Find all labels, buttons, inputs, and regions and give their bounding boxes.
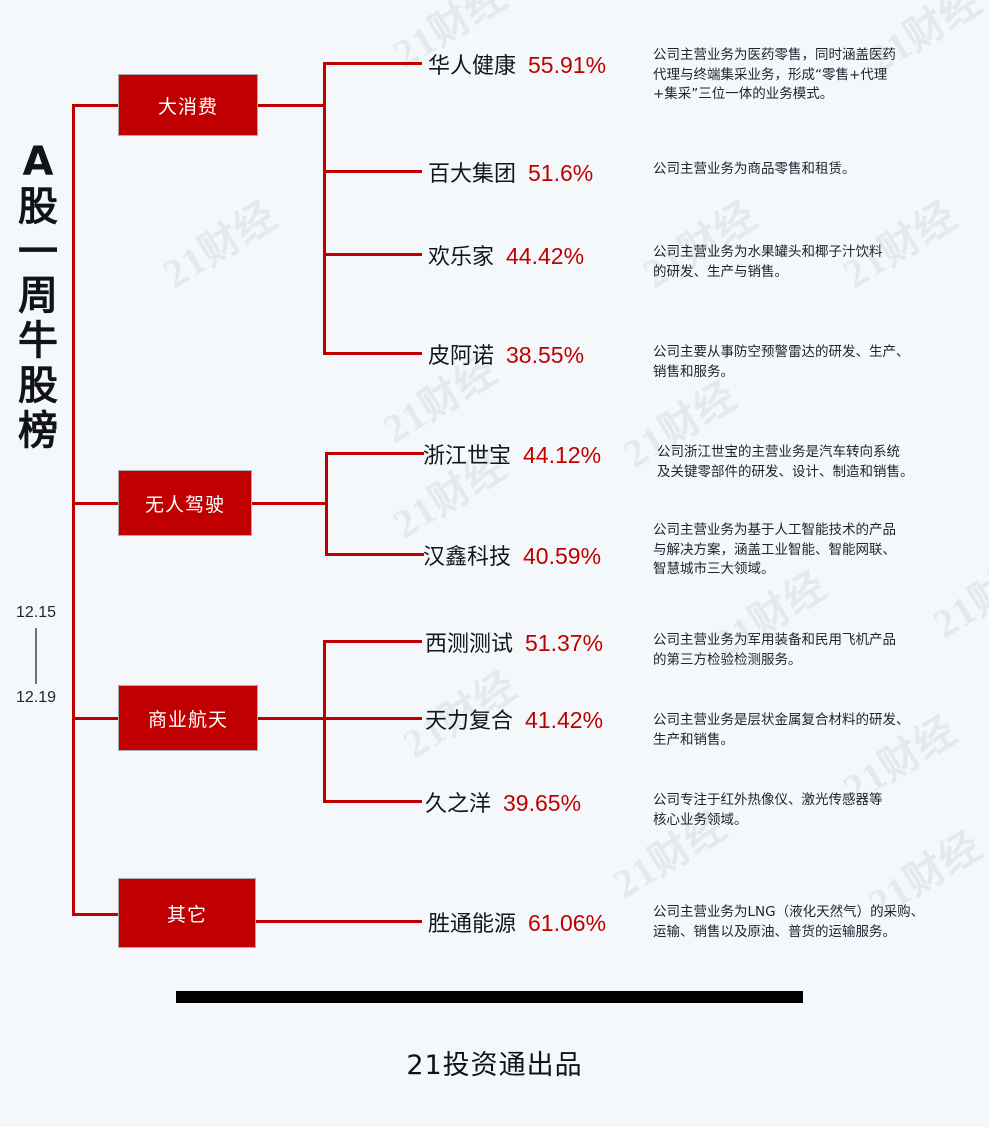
leaf-connector xyxy=(325,452,424,455)
company-pct: 51.6% xyxy=(528,160,594,186)
company-description: 公司主营业务为军用装备和民用飞机产品 的第三方检验检测服务。 xyxy=(653,632,896,668)
leaf-connector xyxy=(325,553,424,556)
leaf-item[interactable]: 百大集团 51.6% xyxy=(428,156,593,188)
title-char: 牛 xyxy=(18,318,58,365)
leaf-item[interactable]: 西测测试 51.37% xyxy=(425,626,603,658)
root-to-category-connector xyxy=(72,502,118,505)
company-name: 皮阿诺 xyxy=(428,344,495,369)
company-pct: 44.12% xyxy=(523,442,602,468)
category-to-trunk-connector xyxy=(258,104,326,107)
leaf-item[interactable]: 皮阿诺 38.55% xyxy=(428,338,584,370)
company-description: 公司专注于红外热像仪、激光传感器等 核心业务领域。 xyxy=(653,792,883,828)
title-char: 股 xyxy=(18,183,58,230)
company-description: 公司主营业务为基于人工智能技术的产品 与解决方案，涵盖工业智能、智能网联、 智慧… xyxy=(653,522,896,578)
company-name: 百大集团 xyxy=(428,162,517,187)
company-pct: 40.59% xyxy=(523,543,602,569)
leaf-connector xyxy=(323,62,422,65)
company-pct: 44.42% xyxy=(506,243,585,269)
company-pct: 39.65% xyxy=(503,790,582,816)
company-name: 胜通能源 xyxy=(428,912,517,937)
company-description: 公司主要从事防空预警雷达的研发、生产、 销售和服务。 xyxy=(653,344,910,380)
root-to-category-connector xyxy=(72,104,118,107)
company-pct: 38.55% xyxy=(506,342,585,368)
title-char: 周 xyxy=(18,273,58,320)
category-box-daxiaofei[interactable]: 大消费 xyxy=(118,74,258,136)
company-description: 公司主营业务为LNG（液化天然气）的采购、 运输、销售以及原油、普货的运输服务。 xyxy=(653,904,925,940)
leaf-connector xyxy=(323,717,422,720)
leaf-connector xyxy=(323,253,422,256)
company-name: 汉鑫科技 xyxy=(423,545,512,570)
date-start: 12.15 xyxy=(15,604,57,621)
category-box-qita[interactable]: 其它 xyxy=(118,878,256,948)
company-description: 公司主营业务为水果罐头和椰子汁饮料 的研发、生产与销售。 xyxy=(653,244,883,280)
category-to-trunk-connector xyxy=(252,502,328,505)
leaf-connector xyxy=(323,800,422,803)
leaf-item[interactable]: 浙江世宝 44.12% xyxy=(423,438,601,470)
leaf-connector xyxy=(323,170,422,173)
category-to-leaf-connector xyxy=(256,920,422,923)
company-name: 华人健康 xyxy=(428,54,517,79)
page-title: A 股 一 周 牛 股 榜 xyxy=(8,140,68,454)
root-to-category-connector xyxy=(72,717,118,720)
date-range: 12.15 12.19 xyxy=(2,604,70,707)
root-spine xyxy=(72,105,75,915)
title-char: 股 xyxy=(18,362,58,409)
company-pct: 51.37% xyxy=(525,630,604,656)
category-box-wurenjiashi[interactable]: 无人驾驶 xyxy=(118,470,252,536)
footer-rule xyxy=(176,991,803,1003)
title-char: 一 xyxy=(18,228,58,275)
leaf-item[interactable]: 久之洋 39.65% xyxy=(425,786,581,818)
category-to-trunk-connector xyxy=(258,717,326,720)
company-description: 公司主营业务是层状金属复合材料的研发、 生产和销售。 xyxy=(653,712,910,748)
company-name: 久之洋 xyxy=(425,792,492,817)
leaf-connector xyxy=(323,640,422,643)
watermark: 21财经 xyxy=(155,192,285,297)
category-box-shangyehangtian[interactable]: 商业航天 xyxy=(118,685,258,751)
leaf-item[interactable]: 汉鑫科技 40.59% xyxy=(423,539,601,571)
branch-trunk xyxy=(323,62,326,354)
root-to-category-connector xyxy=(72,913,118,916)
company-description: 公司主营业务为医药零售，同时涵盖医药 代理与终端集采业务，形成“零售+代理 +集… xyxy=(653,47,896,103)
date-range-divider xyxy=(35,628,37,684)
company-name: 浙江世宝 xyxy=(423,444,512,469)
leaf-item[interactable]: 天力复合 41.42% xyxy=(425,703,603,735)
leaf-item[interactable]: 胜通能源 61.06% xyxy=(428,906,606,938)
company-pct: 41.42% xyxy=(525,707,604,733)
company-description: 公司浙江世宝的主营业务是汽车转向系统 及关键零部件的研发、设计、制造和销售。 xyxy=(657,444,914,480)
title-char: 榜 xyxy=(18,407,58,454)
company-description: 公司主营业务为商品零售和租赁。 xyxy=(653,161,856,177)
company-name: 西测测试 xyxy=(425,632,514,657)
company-name: 天力复合 xyxy=(425,709,514,734)
company-name: 欢乐家 xyxy=(428,245,495,270)
branch-trunk xyxy=(323,640,326,802)
footer-label: 21投资通出品 xyxy=(406,1050,583,1081)
leaf-item[interactable]: 欢乐家 44.42% xyxy=(428,239,584,271)
branch-trunk xyxy=(325,452,328,556)
leaf-connector xyxy=(323,352,422,355)
title-char: A xyxy=(22,139,54,185)
leaf-item[interactable]: 华人健康 55.91% xyxy=(428,48,606,80)
company-pct: 61.06% xyxy=(528,910,607,936)
company-pct: 55.91% xyxy=(528,52,607,78)
date-end: 12.19 xyxy=(15,689,57,706)
